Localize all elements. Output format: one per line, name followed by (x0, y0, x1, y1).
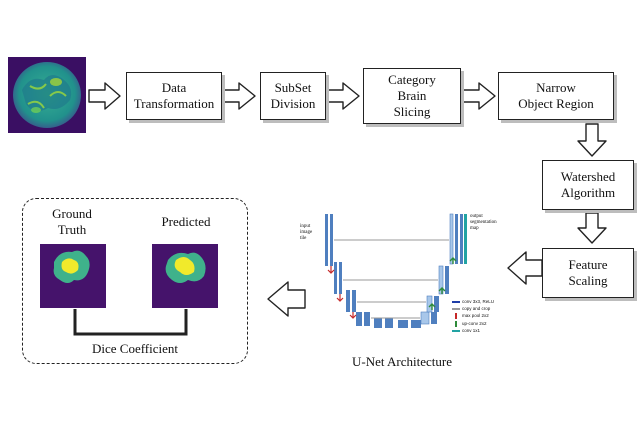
subset-division-box: SubSet Division (260, 72, 326, 120)
unet-caption: U-Net Architecture (352, 354, 452, 369)
arrow-slicing-to-narrow (462, 82, 496, 110)
predicted-mask-image (152, 244, 218, 308)
legend-conv3x3-label: conv 3x3, ReLU (462, 299, 495, 304)
arrow-watershed-to-scaling (577, 212, 607, 244)
unet-legend (452, 301, 460, 332)
arrow-subset-to-slicing (326, 82, 360, 110)
feature-scaling-box: Feature Scaling (542, 248, 634, 298)
arrow-scaling-to-unet (507, 251, 543, 285)
ground-truth-mask-image (40, 244, 106, 308)
legend-copy-crop-label: copy and crop (462, 306, 491, 312)
unet-input-label: input image tile (300, 224, 313, 241)
data-transformation-box: Data Transformation (126, 72, 222, 120)
arrow-narrow-to-watershed (577, 123, 607, 157)
unet-output-label: output segmentation map (470, 214, 497, 231)
unet-diagram (325, 213, 467, 332)
legend-upconv-label: up-conv 2x2 (462, 320, 487, 326)
narrow-object-region-box: Narrow Object Region (498, 72, 614, 120)
arrow-transformation-to-subset (222, 82, 256, 110)
predicted-label: Predicted (161, 214, 211, 229)
legend-conv1x1-label: conv 1x1 (462, 327, 481, 333)
unet-legend-labels: conv 3x3, ReLU copy and crop max pool 2x… (462, 298, 510, 334)
mri-brain-image (8, 57, 86, 133)
watershed-algorithm-box: Watershed Algorithm (542, 160, 634, 210)
dice-coefficient-label: Dice Coefficient (91, 341, 179, 356)
arrow-mri-to-transformation (88, 82, 121, 110)
ground-truth-label: Ground Truth (52, 206, 92, 237)
category-brain-slicing-box: Category Brain Slicing (363, 68, 461, 124)
dice-bracket (73, 309, 188, 336)
arrow-unet-to-evaluation (267, 281, 306, 317)
legend-maxpool-label: max pool 2x2 (462, 313, 489, 319)
evaluation-frame (22, 198, 248, 364)
